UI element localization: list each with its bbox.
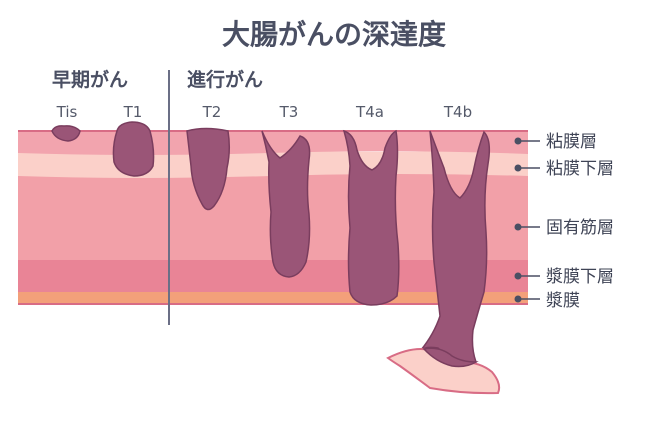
stage-label-t4b: T4b (443, 103, 472, 121)
layer-label-submucosa: 粘膜下層 (546, 159, 614, 179)
leader-dot-submucosa (514, 164, 522, 172)
layer-label-muscle: 固有筋層 (546, 218, 614, 238)
stage-label-t1: T1 (123, 103, 143, 121)
layer-serosa (18, 290, 528, 304)
tumor-t2 (186, 127, 231, 211)
layer-label-mucosa: 粘膜層 (546, 132, 597, 152)
diagram-title: 大腸がんの深達度 (222, 18, 446, 51)
leader-dot-muscle (514, 223, 522, 231)
layer-label-serosa: 漿膜 (546, 291, 580, 311)
leader-dot-subserosa (514, 272, 522, 280)
group-label-early: 早期がん (52, 68, 128, 91)
tumor-t4a (342, 129, 400, 306)
tumor-t3 (261, 130, 311, 278)
stage-label-t3: T3 (279, 103, 299, 121)
layer-label-subserosa: 漿膜下層 (546, 267, 614, 287)
adjacent-organ-tumor-tip (422, 347, 479, 368)
group-label-advanced: 進行がん (187, 68, 263, 91)
stage-label-t2: T2 (202, 103, 222, 121)
tumor-tis (51, 125, 81, 142)
stage-label-t4a: T4a (355, 103, 384, 121)
layer-leaders (514, 137, 540, 303)
tumor-t1 (112, 121, 155, 177)
leader-dot-serosa (514, 295, 522, 303)
tumors (51, 121, 491, 364)
stage-label-tis: Tis (56, 103, 78, 121)
tumor-t4b (420, 130, 491, 364)
leader-dot-mucosa (514, 137, 522, 145)
